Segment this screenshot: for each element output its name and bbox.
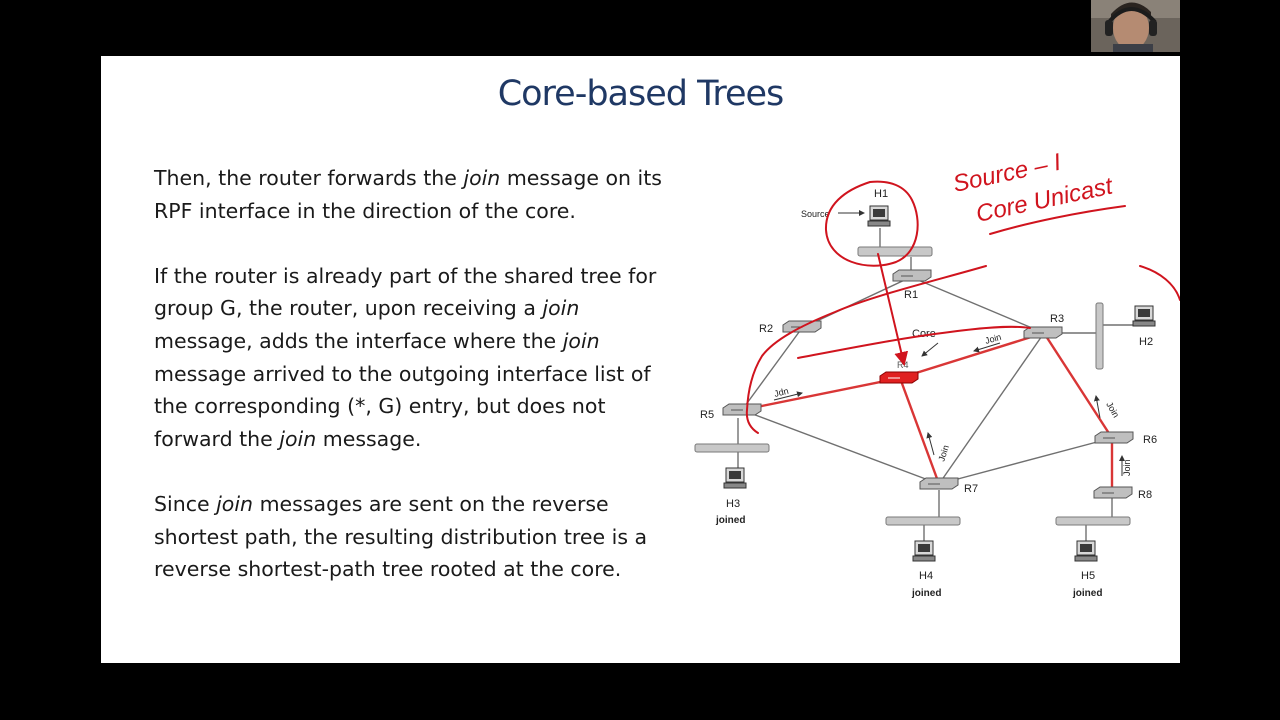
label-r3: R3 <box>1050 313 1064 325</box>
label-h3: H3 <box>726 498 740 510</box>
ink-arrow-h1-core <box>877 253 909 366</box>
router-r8 <box>1093 486 1133 499</box>
ink-handwriting: Source – I Core Unicast <box>951 149 1117 228</box>
join-label-r5: Jdn <box>773 386 790 399</box>
label-source: Source <box>801 209 830 219</box>
join-arrow-r3-icon <box>973 342 1001 353</box>
paragraph-text-run: If the router is already part of the sha… <box>154 263 657 321</box>
join-arrow-r5-icon <box>773 391 803 401</box>
paragraph-text-run: message. <box>316 426 422 451</box>
slide-title: Core-based Trees <box>497 74 785 114</box>
label-r7: R7 <box>964 483 978 495</box>
paragraph-italic-run: join <box>463 166 501 190</box>
router-r4-core <box>879 371 919 384</box>
label-h4-status: joined <box>911 588 941 599</box>
ink-underline <box>989 205 1126 235</box>
host-nodes <box>723 205 1156 562</box>
host-h4 <box>912 540 936 562</box>
ink-circle-h1 <box>824 180 919 267</box>
paragraph-reverse-shortest-path: Since join messages are sent on the reve… <box>154 488 684 586</box>
join-arrow-r7-icon <box>926 432 935 456</box>
ink-annotations <box>745 180 1180 434</box>
label-r6: R6 <box>1143 434 1157 446</box>
lan-h2 <box>1095 302 1104 370</box>
shared-tree-links <box>741 331 1114 492</box>
link-r5-r7 <box>741 409 940 485</box>
cbt-network-diagram: H1 R1 R2 R3 R4 R5 R6 R7 R8 H2 H3 H4 H5 j… <box>694 149 1180 599</box>
slide-body: Then, the router forwards the join messa… <box>154 162 684 618</box>
join-label-r3: Join <box>984 332 1003 346</box>
paragraph-text-run: message arrived to the outgoing interfac… <box>154 361 651 451</box>
host-h3 <box>723 467 747 489</box>
router-r5 <box>722 403 762 416</box>
presenter-webcam <box>1091 0 1180 52</box>
label-r8: R8 <box>1138 489 1152 501</box>
paragraph-text-run: message on its RPF interface in the dire… <box>154 166 662 223</box>
join-label-r8: Join <box>1122 459 1132 476</box>
paragraph-text-run: Then, the router forwards the <box>154 166 464 190</box>
paragraph-italic-run: join <box>542 296 580 321</box>
label-h5: H5 <box>1081 570 1095 582</box>
paragraph-italic-run: join <box>216 491 254 516</box>
paragraph-text-run: message, adds the interface where the <box>154 328 563 353</box>
label-h2: H2 <box>1139 336 1153 348</box>
tree-link-r4-r7 <box>898 377 941 485</box>
label-r2: R2 <box>759 323 773 335</box>
link-r7-r6 <box>938 437 1113 485</box>
lan-h4 <box>885 516 961 526</box>
router-r3 <box>1023 326 1063 339</box>
router-r7 <box>919 477 959 490</box>
join-label-r6: Join <box>1104 400 1121 419</box>
link-r2-r5 <box>741 327 803 411</box>
router-r6 <box>1094 431 1134 444</box>
ink-curve-inner <box>797 325 1031 359</box>
join-arrow-r6-icon <box>1093 395 1101 419</box>
join-label-r7: Join <box>936 444 951 463</box>
slide: Core-based Trees Then, the router forwar… <box>101 56 1180 663</box>
host-h1 <box>867 205 891 227</box>
paragraph-forward-join: Then, the router forwards the join messa… <box>154 162 684 227</box>
link-r1-r3 <box>910 276 1045 334</box>
label-r1: R1 <box>904 289 918 301</box>
label-h3-status: joined <box>715 515 745 526</box>
ink-curve-right <box>1139 265 1180 301</box>
lan-h5 <box>1055 516 1131 526</box>
tree-link-r5-r4 <box>741 376 901 412</box>
label-h5-status: joined <box>1072 588 1102 599</box>
lan-h3 <box>694 443 770 453</box>
paragraph-text-run: Since <box>154 491 217 516</box>
paragraph-already-in-tree: If the router is already part of the sha… <box>154 260 684 456</box>
host-h2 <box>1132 305 1156 327</box>
diagram-arrows <box>773 210 1125 476</box>
label-r5: R5 <box>700 409 714 421</box>
link-r3-r7 <box>938 332 1045 485</box>
ink-curve-tree <box>745 265 987 434</box>
paragraph-italic-run: join <box>562 328 600 353</box>
presenter-video-frame <box>1091 0 1180 52</box>
link-r2-r1 <box>801 276 912 329</box>
network-links <box>737 228 1138 542</box>
router-r1 <box>892 269 932 282</box>
host-h5 <box>1074 540 1098 562</box>
core-arrow-icon <box>921 342 939 357</box>
label-h4: H4 <box>919 570 933 582</box>
tree-link-r3-r6 <box>1042 332 1114 439</box>
lan-segments <box>694 246 1131 526</box>
router-nodes <box>722 269 1134 499</box>
paragraph-text-run: messages are sent on the reverse shortes… <box>154 491 648 582</box>
lan-h1 <box>857 246 933 257</box>
label-h1: H1 <box>874 188 888 200</box>
paragraph-italic-run: join <box>279 426 317 451</box>
tree-link-r3-r4 <box>899 331 1045 380</box>
